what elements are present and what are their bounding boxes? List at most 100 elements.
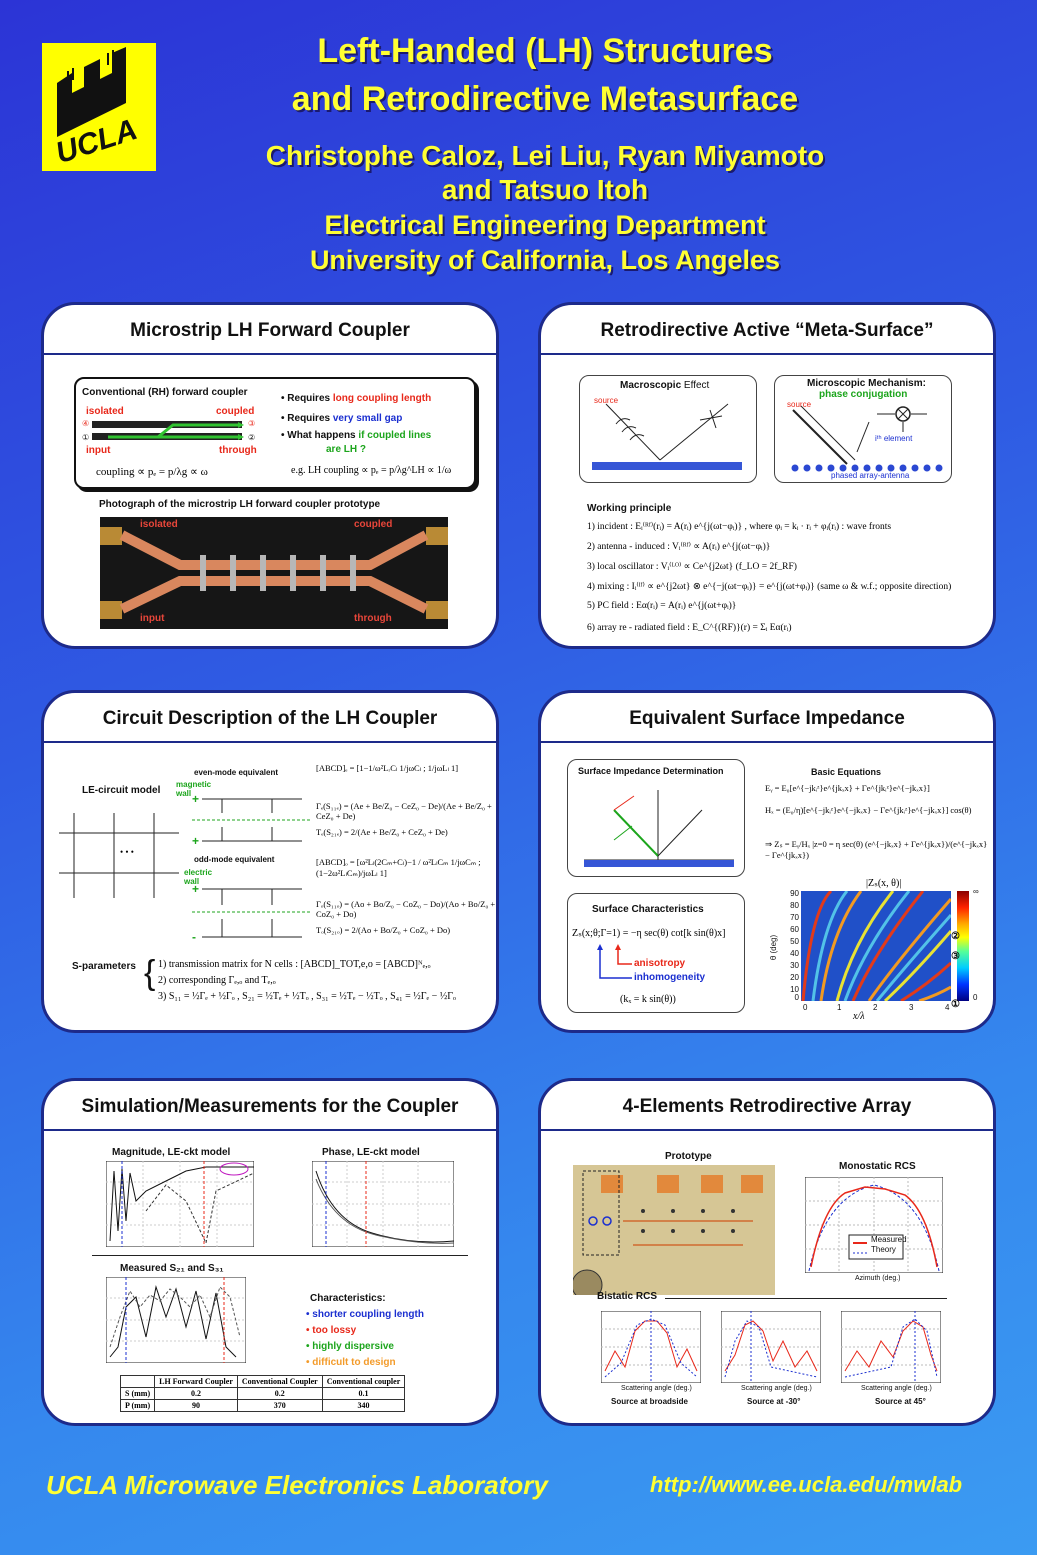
university: University of California, Los Angeles [309, 245, 781, 275]
monostatic-title: Monostatic RCS [839, 1161, 916, 1172]
mark-2: ② [951, 931, 960, 942]
gamma-even: Γₑ(S₁₁ₑ) = (Ae + Be/Z₀ − CeZ₀ − De)/(Ae … [316, 801, 492, 821]
even-mode-drawing: + + [192, 792, 312, 848]
label-input: input [86, 445, 111, 456]
measured-plot [106, 1277, 246, 1363]
port2: ② [248, 433, 256, 442]
photo-label-through: through [354, 613, 392, 624]
macro-source-label: source [594, 396, 619, 405]
micro-drawing [791, 405, 943, 472]
prototype-label: Prototype [665, 1151, 712, 1162]
diagram-title: Conventional (RH) forward coupler [82, 387, 248, 398]
panel-lh-forward-coupler: Microstrip LH Forward Coupler Convention… [41, 302, 499, 649]
microscopic-mechanism-box: Microscopic Mechanism: phase conjugation… [774, 375, 952, 483]
colorbar-bottom: 0 [973, 993, 978, 1002]
map-title: |Zₛ(x, θ)| [866, 878, 902, 889]
legend-theory: Theory [871, 1245, 896, 1254]
scat-label-2: Scattering angle (deg.) [741, 1385, 812, 1392]
src-broadside: Source at broadside [611, 1397, 688, 1406]
t-even: Tₑ(S₂₁ₑ) = 2/(Ae + Be/Z₀ + CeZ₀ + De) [316, 827, 448, 837]
sparam-step-1: 1) transmission matrix for N cells : [AB… [158, 959, 431, 970]
phase-plot [312, 1161, 454, 1247]
step-5: 5) PC field : Eα(rᵢ) = A(rᵢ) e^{j(ωt+φᵢ)… [587, 601, 737, 611]
svg-text:+: + [192, 882, 199, 896]
map-xlabel: x/λ [853, 1011, 865, 1022]
svg-text:• • •: • • • [120, 847, 134, 857]
odd-mode-drawing: + - [192, 882, 312, 944]
photo-label-isolated: isolated [140, 519, 178, 530]
zs-equation: Zₛ(x;θ;Γ=1) = −η sec(θ) cot[k sin(θ)x] [572, 928, 726, 939]
le-circuit-drawing: • • • [59, 813, 179, 898]
panel-circuit-description: Circuit Description of the LH Coupler LE… [41, 690, 499, 1033]
le-circuit-label: LE-circuit model [82, 785, 161, 796]
port3: ③ [248, 419, 256, 428]
working-principle: Working principle [587, 503, 672, 514]
surf-char-title: Surface Characteristics [592, 904, 704, 915]
panel-simulation-measurements: Simulation/Measurements for the Coupler … [41, 1078, 499, 1426]
src-minus30: Source at -30° [747, 1397, 801, 1406]
bistatic-plot-1 [601, 1311, 701, 1383]
photo-label-input: input [140, 613, 165, 624]
coupler-photo: isolated coupled input through [100, 517, 448, 629]
s-parameters-label: S-parameters [72, 961, 136, 972]
coupler-diagram-box: Conventional (RH) forward coupler isolat… [74, 377, 476, 489]
panel-retrodirective-array: 4-Elements Retrodirective Array Prototyp… [538, 1078, 996, 1426]
micro-source-label: source [787, 400, 812, 409]
micro-sub: phase conjugation [819, 389, 908, 400]
impedance-determination-box: Surface Impedance Determination [567, 759, 745, 877]
panel-title: 4-Elements Retrodirective Array [541, 1081, 993, 1131]
eq-z: ⇒ Zₛ = Eᵧ/Hₓ |z=0 = η sec(θ) (e^{−jkₓx} … [765, 839, 988, 860]
panel-title: Simulation/Measurements for the Coupler [44, 1081, 496, 1131]
step-1: 1) incident : Eᵢ⁽ᴿᶠ⁾(rᵢ) = A(rᵢ) e^{j(ωt… [587, 522, 892, 532]
prototype-photo [571, 1165, 775, 1301]
micro-title: Microscopic Mechanism: [807, 378, 926, 389]
panel-title: Equivalent Surface Impedance [541, 693, 993, 743]
department: Electrical Engineering Department [324, 210, 766, 240]
panel-title: Retrodirective Active “Meta-Surface” [541, 305, 993, 355]
mark-1: ① [951, 999, 960, 1010]
panel-surface-impedance: Equivalent Surface Impedance Surface Imp… [538, 690, 996, 1033]
macro-title: Macroscopic Effect [620, 380, 710, 391]
label-isolated: isolated [86, 406, 124, 417]
colorbar-top: ∞ [973, 887, 979, 896]
svg-text:-: - [192, 930, 196, 944]
mark-3: ③ [951, 951, 960, 962]
bistatic-plot-2 [721, 1311, 821, 1383]
lh-coupling-eq: e.g. LH coupling ∝ pₑ = p/λg^LH ∝ 1/ω [291, 465, 452, 476]
panel-retrodirective-metasurface: Retrodirective Active “Meta-Surface” Mac… [538, 302, 996, 649]
poster-title-line2: and Retrodirective Metasurface [291, 80, 799, 118]
bistatic-plot-3 [841, 1311, 941, 1383]
step-6: 6) array re - radiated field : E_C^{(RF)… [587, 623, 792, 633]
bullet-1: • Requires long coupling length [281, 393, 432, 404]
char-4: • difficult to design [306, 1357, 396, 1368]
impedance-heatmap [801, 891, 951, 1001]
svg-text:+: + [192, 792, 199, 806]
plots-divider [92, 1255, 468, 1256]
lab-url[interactable]: http://www.ee.ucla.edu/mwlab [650, 1472, 963, 1497]
monostatic-plot [805, 1177, 943, 1273]
panel-title: Microstrip LH Forward Coupler [44, 305, 496, 355]
sparam-step-2: 2) corresponding Γₑ,ₒ and Tₑ,ₒ [158, 975, 276, 986]
meas-plot-title: Measured S₂₁ and S₃₁ [120, 1263, 224, 1274]
micro-element-label: iᵗʰ element [875, 434, 913, 443]
mag-plot-title: Magnitude, LE-ckt model [112, 1147, 231, 1158]
authors-line2: and Tatsuo Itoh [441, 174, 649, 205]
macro-drawing [592, 403, 742, 470]
legend-measured: Measured [871, 1235, 907, 1244]
scat-label-1: Scattering angle (deg.) [621, 1385, 692, 1392]
odd-mode-label: odd-mode equivalent [194, 855, 275, 864]
det-title: Surface Impedance Determination [578, 766, 724, 776]
step-3: 3) local oscillator : Vᵢ⁽ᴸᴼ⁾ ∝ Ce^{j2ωt}… [587, 562, 797, 572]
authors-line1: Christophe Caloz, Lei Liu, Ryan Miyamoto [265, 140, 825, 171]
step-4: 4) mixing : Iᵢ⁽ᴵᶠ⁾ ∝ e^{j2ωt} ⊗ e^{−j(ωt… [587, 582, 952, 592]
label-coupled: coupled [216, 406, 255, 417]
svg-text:+: + [192, 834, 199, 848]
abcd-odd: [ABCD]ₒ = [ω²Lₗ(2Cₘ+Cₗ)−1 / ω²LₗCₘ 1/jωC… [316, 857, 481, 878]
char-2: • too lossy [306, 1325, 357, 1336]
char-1: • shorter coupling length [306, 1309, 424, 1320]
macroscopic-effect-box: Macroscopic Effect source meta-surface [579, 375, 757, 483]
bullet-3: • What happens if coupled lines [281, 430, 432, 441]
